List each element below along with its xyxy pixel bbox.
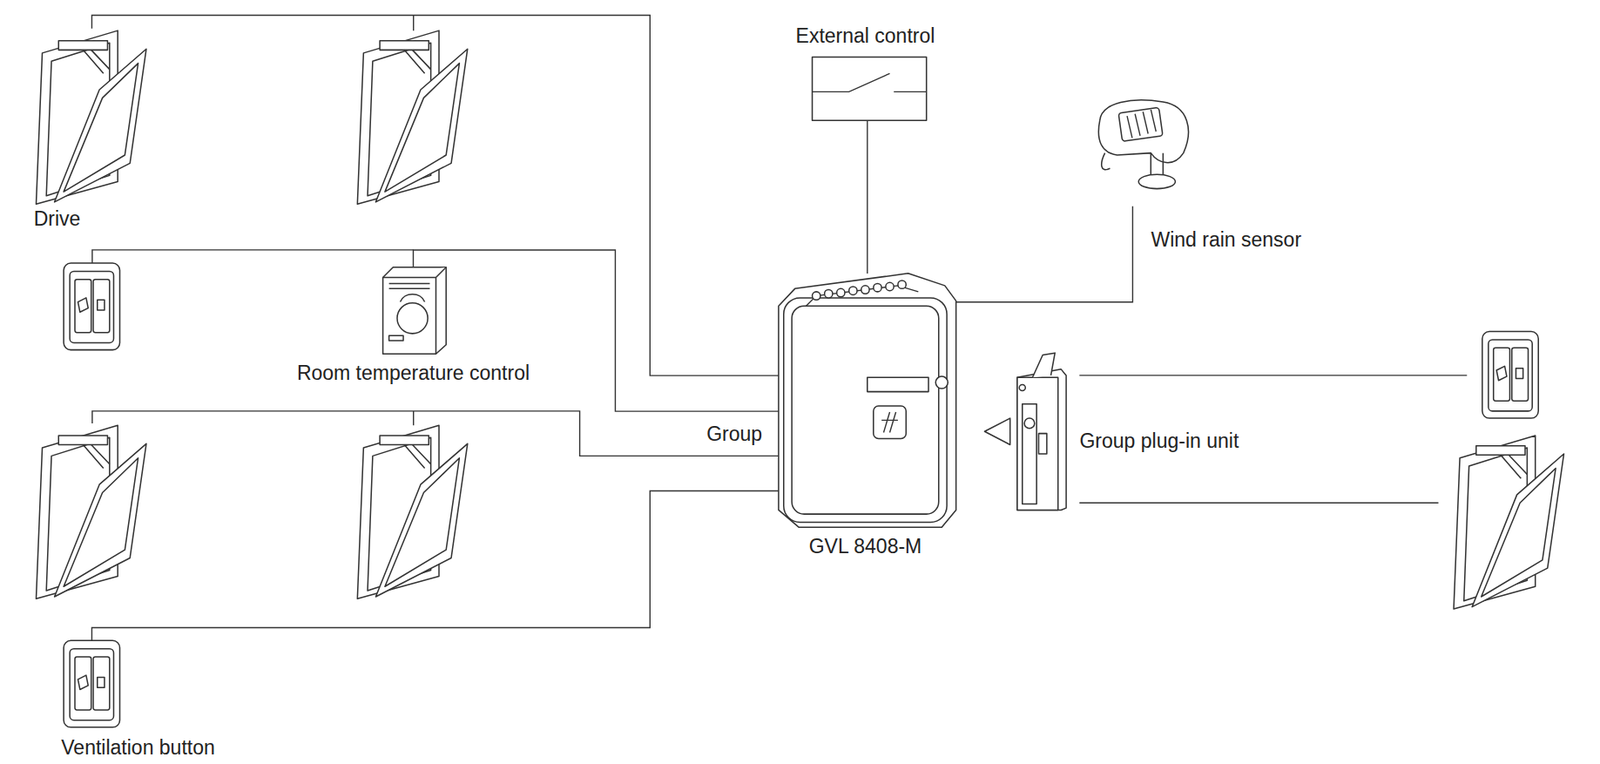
ventilation-button	[63, 263, 120, 351]
device-caption: Group plug-in unit	[1079, 429, 1239, 454]
group-label: Group	[706, 422, 763, 447]
wire-connector	[866, 120, 868, 274]
device-node: Wind rain sensor	[1092, 96, 1195, 206]
thermostat	[383, 267, 447, 355]
device-node: Drive	[35, 28, 120, 205]
device-node: Room temperature control	[382, 267, 446, 355]
device-caption: GVL 8408-M	[809, 534, 923, 560]
device-node: GVL 8408-M	[778, 273, 957, 528]
insert-arrow	[984, 418, 1010, 445]
ventilation-button	[63, 640, 120, 728]
device-caption: External control	[796, 24, 936, 49]
wire-connector	[412, 249, 778, 412]
ventilation-button	[1482, 331, 1539, 419]
device-caption: Wind rain sensor	[1151, 229, 1303, 254]
wire-connector	[91, 15, 778, 377]
wire-connector	[91, 491, 778, 642]
device-node: External control	[812, 57, 927, 122]
wiring	[92, 15, 1467, 504]
sensor-icon	[1098, 100, 1189, 190]
window-drive	[1453, 435, 1564, 609]
window-drive	[357, 425, 467, 599]
device-caption: Drive	[33, 207, 82, 232]
device-caption: Room temperature control	[297, 361, 530, 386]
switch-symbol	[812, 57, 927, 122]
window-drive	[36, 30, 147, 204]
window-drive	[36, 425, 147, 599]
device-node: Group plug-in unit	[1015, 351, 1067, 511]
wire-connector	[956, 206, 1134, 303]
plug-in-module	[1017, 352, 1067, 510]
device-node: Ventilation button	[63, 641, 120, 729]
control-unit-housing	[778, 273, 957, 528]
device-caption: Ventilation button	[60, 735, 215, 761]
window-drive	[357, 30, 467, 204]
